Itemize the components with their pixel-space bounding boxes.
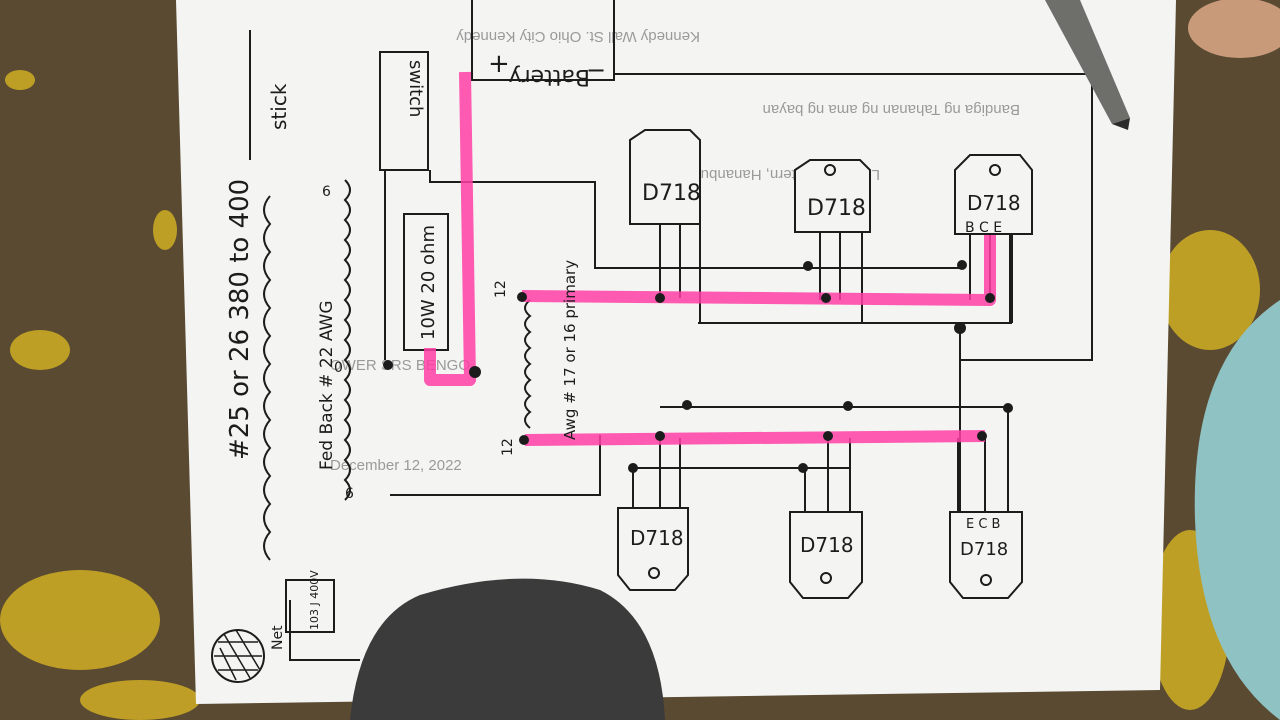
winding-marks: 6 6 0 12 12 (322, 184, 516, 502)
winding-mark: 0 (334, 360, 343, 376)
transistor-label: D718 (800, 533, 854, 557)
winding-mark: 6 (345, 486, 354, 502)
transistor-bottom-1: D718 (617, 507, 689, 591)
foreground-object (350, 578, 665, 720)
switch-label: switch (405, 60, 426, 117)
transistor-top-3: D718 B C E (954, 154, 1033, 236)
tap-mark: 12 (500, 438, 516, 456)
title-tail: stick (267, 83, 291, 130)
battery-plus: + (488, 49, 510, 79)
pen (1045, 0, 1130, 130)
finger (1188, 0, 1280, 58)
pin-label: E C B (966, 517, 1000, 532)
capacitor-label: 103 J 400V (308, 570, 321, 630)
bleed-line: Kennedy Wall St. Ohio City Kennedy (456, 28, 700, 45)
wire-negative (614, 73, 1093, 361)
legs-bottom (632, 407, 1009, 512)
feedback-label: Fed Back # 22 AWG (317, 300, 337, 470)
battery-box (471, 0, 615, 81)
secondary-coil (263, 195, 272, 561)
winding-mark: 6 (322, 184, 331, 200)
bleed-line: OWER SRS BENGO (330, 357, 470, 374)
transistor-top-1: D718 (629, 129, 701, 225)
wire-feedback-lower (390, 435, 601, 496)
primary-coil (524, 299, 532, 429)
transistor-bottom-3: E C B D718 (949, 511, 1023, 599)
net-label: Net (270, 625, 286, 650)
paper-sheet (176, 0, 1176, 704)
transistor-top-2: D718 (794, 159, 871, 233)
junction-dots (383, 260, 1013, 473)
bleed-line: December 12, 2022 (330, 457, 462, 474)
wire-capacitor (289, 600, 360, 661)
transistor-label: D718 (807, 196, 866, 221)
battery-label: Battery (509, 64, 590, 89)
transistor-label: D718 (642, 181, 701, 206)
bleed-line: Bandiga ng Tahanan ng ama ng bayan (763, 101, 1020, 118)
transistor-label: D718 (967, 191, 1021, 215)
resistor-label: 10W 20 ohm (418, 225, 439, 340)
switch-box (379, 51, 429, 171)
transistor-label: D718 (960, 539, 1008, 560)
pin-label: B C E (965, 220, 1002, 236)
transformer-coils (263, 179, 532, 561)
highlight-positive (424, 71, 476, 386)
net-grid-icon: Net (211, 625, 286, 683)
primary-label: Awg # 17 or 16 primary (561, 260, 579, 440)
tap-mark: 12 (493, 280, 509, 298)
capacitor: 103 J 400V (285, 570, 335, 633)
highlight-lower (524, 430, 986, 446)
yellow-paint-splotches (0, 70, 1260, 720)
feedback-coil (343, 179, 351, 501)
title-label: #25 or 26 380 to 400 (225, 179, 255, 460)
transistor-label: D718 (630, 526, 684, 550)
teal-object (1194, 300, 1280, 720)
battery-minus: − (586, 56, 606, 84)
transistor-bottom-2: D718 (789, 511, 863, 599)
